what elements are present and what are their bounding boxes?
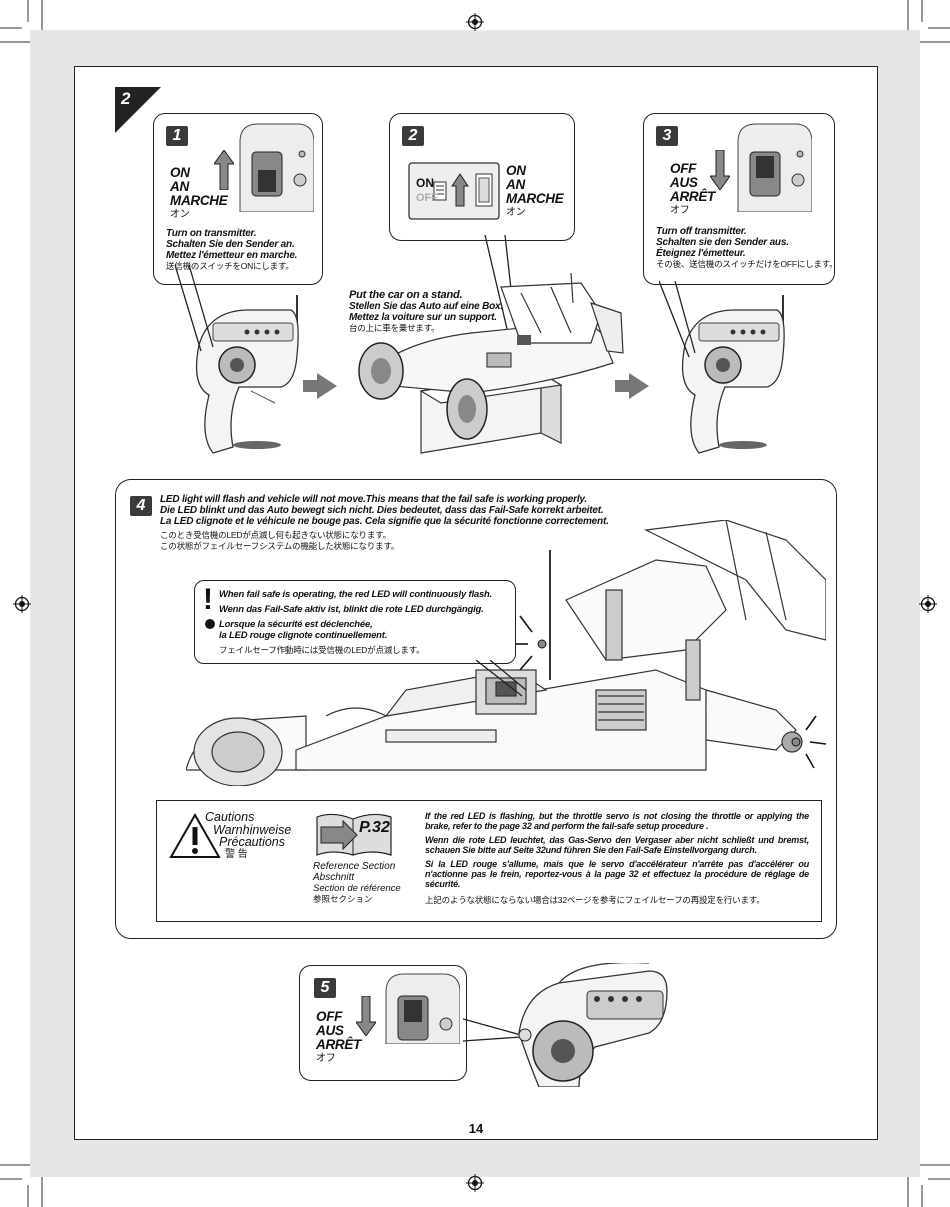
substep-5-badge: 5 bbox=[314, 978, 336, 998]
switch-label-en: ON bbox=[506, 163, 526, 178]
substep-1-callout: 1 ON AN MARCHE オン Turn on transmitter. S… bbox=[153, 113, 323, 285]
callout-pointer bbox=[463, 1018, 522, 1042]
switch-label-jp: オン bbox=[506, 207, 526, 218]
switch-label-fr: MARCHE bbox=[170, 193, 228, 208]
substep-3-callout: 3 OFF AUS ARRÊT オフ Turn off transmitter.… bbox=[643, 113, 838, 285]
substep-4-badge: 4 bbox=[130, 496, 152, 516]
notice-fr-line2: la LED rouge clignote continuellement. bbox=[219, 630, 388, 641]
caution-paragraph-de: Wenn die rote LED leuchtet, das Gas-Serv… bbox=[425, 835, 809, 855]
instruction-en: Turn on transmitter. bbox=[166, 228, 257, 239]
exclamation-icon: ! bbox=[203, 583, 213, 616]
substep-2-badge: 2 bbox=[402, 126, 424, 146]
stand-instruction-jp: 台の上に車を乗せます。 bbox=[349, 323, 440, 333]
reference-label-jp: 参照セクション bbox=[313, 894, 373, 904]
substep-4-panel: 4 LED light will flash and vehicle will … bbox=[115, 479, 837, 939]
switch-label-jp: オン bbox=[170, 209, 190, 220]
instruction-fr: La LED clignote et le véhicule ne bouge … bbox=[160, 516, 609, 527]
arrow-down-icon bbox=[710, 150, 730, 190]
switch-label-fr: ARRÊT bbox=[670, 189, 715, 204]
warning-triangle-icon bbox=[169, 813, 221, 858]
callout-pointer bbox=[476, 660, 527, 697]
page-number: 14 bbox=[468, 1121, 484, 1136]
notice-fr-line1: Lorsque la sécurité est déclenchée, bbox=[219, 619, 373, 630]
registration-mark-icon bbox=[466, 13, 484, 31]
fail-safe-notice: ! When fail safe is operating, the red L… bbox=[194, 580, 516, 664]
registration-mark-icon bbox=[919, 595, 937, 613]
cautions-box: Cautions Warnhinweise Précautions 警 告 P.… bbox=[156, 800, 822, 922]
reference-page-label: P.32 bbox=[359, 819, 390, 836]
instruction-jp-line2: この状態がフェイルセーフシステムの機能した状態になります。 bbox=[160, 541, 400, 551]
caution-paragraph-en: If the red LED is flashing, but the thro… bbox=[425, 811, 809, 831]
reference-book-icon bbox=[316, 813, 392, 856]
callout-pointer bbox=[659, 281, 696, 358]
registration-mark-icon bbox=[466, 1174, 484, 1192]
stand-instruction-en: Put the car on a stand. bbox=[349, 289, 463, 301]
switch-label-en: OFF bbox=[316, 1009, 343, 1024]
switch-label-en: OFF bbox=[670, 161, 697, 176]
instruction-jp-line1: このとき受信機のLEDが点滅し何も起きない状態になります。 bbox=[160, 530, 391, 540]
transmitter-switch-closeup bbox=[737, 123, 812, 212]
instruction-fr: Éteignez l'émetteur. bbox=[656, 248, 746, 259]
stand-instruction-fr: Mettez la voiture sur un support. bbox=[349, 312, 497, 323]
instruction-de: Schalten Sie den Sender an. bbox=[166, 239, 295, 250]
switch-off-label: OFF bbox=[416, 192, 438, 204]
switch-label-de: AN bbox=[170, 179, 189, 194]
caution-paragraph-jp: 上記のような状態にならない場合は32ページを参考にフェイルセーフの再設定を行いま… bbox=[425, 895, 765, 905]
chassis-receiver-illustration bbox=[186, 520, 826, 786]
car-on-stand-illustration bbox=[358, 273, 624, 454]
caution-title-en: Cautions bbox=[205, 810, 255, 824]
substep-2-callout: 2 ON OFF ON AN MARCHE オン bbox=[389, 113, 575, 241]
instruction-fr: Mettez l'émetteur en marche. bbox=[166, 250, 298, 261]
bullet-icon bbox=[205, 619, 215, 629]
caution-title-de: Warnhinweise bbox=[213, 822, 292, 837]
arrow-down-icon bbox=[356, 996, 376, 1036]
callout-pointer bbox=[175, 265, 214, 352]
transmitter-illustration bbox=[518, 963, 668, 1087]
caution-title-jp: 警 告 bbox=[225, 848, 248, 860]
switch-label-fr: MARCHE bbox=[506, 191, 564, 206]
caution-paragraph-fr: Si la LED rouge s'allume, mais que le se… bbox=[425, 859, 809, 889]
reference-label-de: Abschnitt bbox=[313, 872, 355, 883]
step-number: 2 bbox=[121, 89, 131, 108]
substep-5-callout: 5 OFF AUS ARRÊT オフ bbox=[299, 965, 467, 1081]
transmitter-illustration bbox=[681, 295, 785, 454]
notice-en: When fail safe is operating, the red LED… bbox=[219, 589, 493, 600]
notice-jp: フェイルセーフ作動時には受信機のLEDが点滅します。 bbox=[219, 645, 425, 655]
power-switch-diagram bbox=[408, 162, 500, 220]
next-arrow-icon bbox=[615, 373, 649, 399]
instruction-de: Schalten sie den Sender aus. bbox=[656, 237, 789, 248]
switch-label-de: AN bbox=[506, 177, 525, 192]
switch-label-jp: オフ bbox=[316, 1053, 336, 1064]
notice-de: Wenn das Fail-Safe aktiv ist, blinkt die… bbox=[219, 604, 484, 615]
substep-3-badge: 3 bbox=[656, 126, 678, 146]
switch-label-jp: オフ bbox=[670, 205, 690, 216]
reference-label-fr: Section de référence bbox=[313, 883, 401, 894]
instruction-jp: 送信機のスイッチをONにします。 bbox=[166, 261, 294, 271]
substep-1-badge: 1 bbox=[166, 126, 188, 146]
step-corner-marker bbox=[115, 87, 161, 133]
transmitter-illustration bbox=[195, 295, 299, 454]
next-arrow-icon bbox=[303, 373, 337, 399]
switch-on-label: ON bbox=[416, 176, 434, 190]
transmitter-switch-closeup bbox=[385, 973, 460, 1044]
stand-instruction-de: Stellen Sie das Auto auf eine Box. bbox=[349, 301, 503, 312]
instruction-en: LED light will flash and vehicle will no… bbox=[160, 494, 587, 505]
reference-label-en: Reference Section bbox=[313, 861, 396, 872]
caution-title-fr: Précautions bbox=[219, 835, 286, 849]
manual-page: 2 1 ON AN MARCHE オン Turn on transmitter.… bbox=[74, 66, 878, 1140]
instruction-en: Turn off transmitter. bbox=[656, 226, 747, 237]
switch-label-fr: ARRÊT bbox=[316, 1037, 361, 1052]
arrow-up-icon bbox=[214, 150, 234, 190]
registration-mark-icon bbox=[13, 595, 31, 613]
instruction-jp: その後、送信機のスイッチだけをOFFにします。 bbox=[656, 259, 838, 269]
switch-label-en: ON bbox=[170, 165, 190, 180]
switch-label-de: AUS bbox=[316, 1023, 344, 1038]
instruction-de: Die LED blinkt und das Auto bewegt sich … bbox=[160, 505, 604, 516]
transmitter-switch-closeup bbox=[239, 123, 314, 212]
switch-label-de: AUS bbox=[670, 175, 698, 190]
